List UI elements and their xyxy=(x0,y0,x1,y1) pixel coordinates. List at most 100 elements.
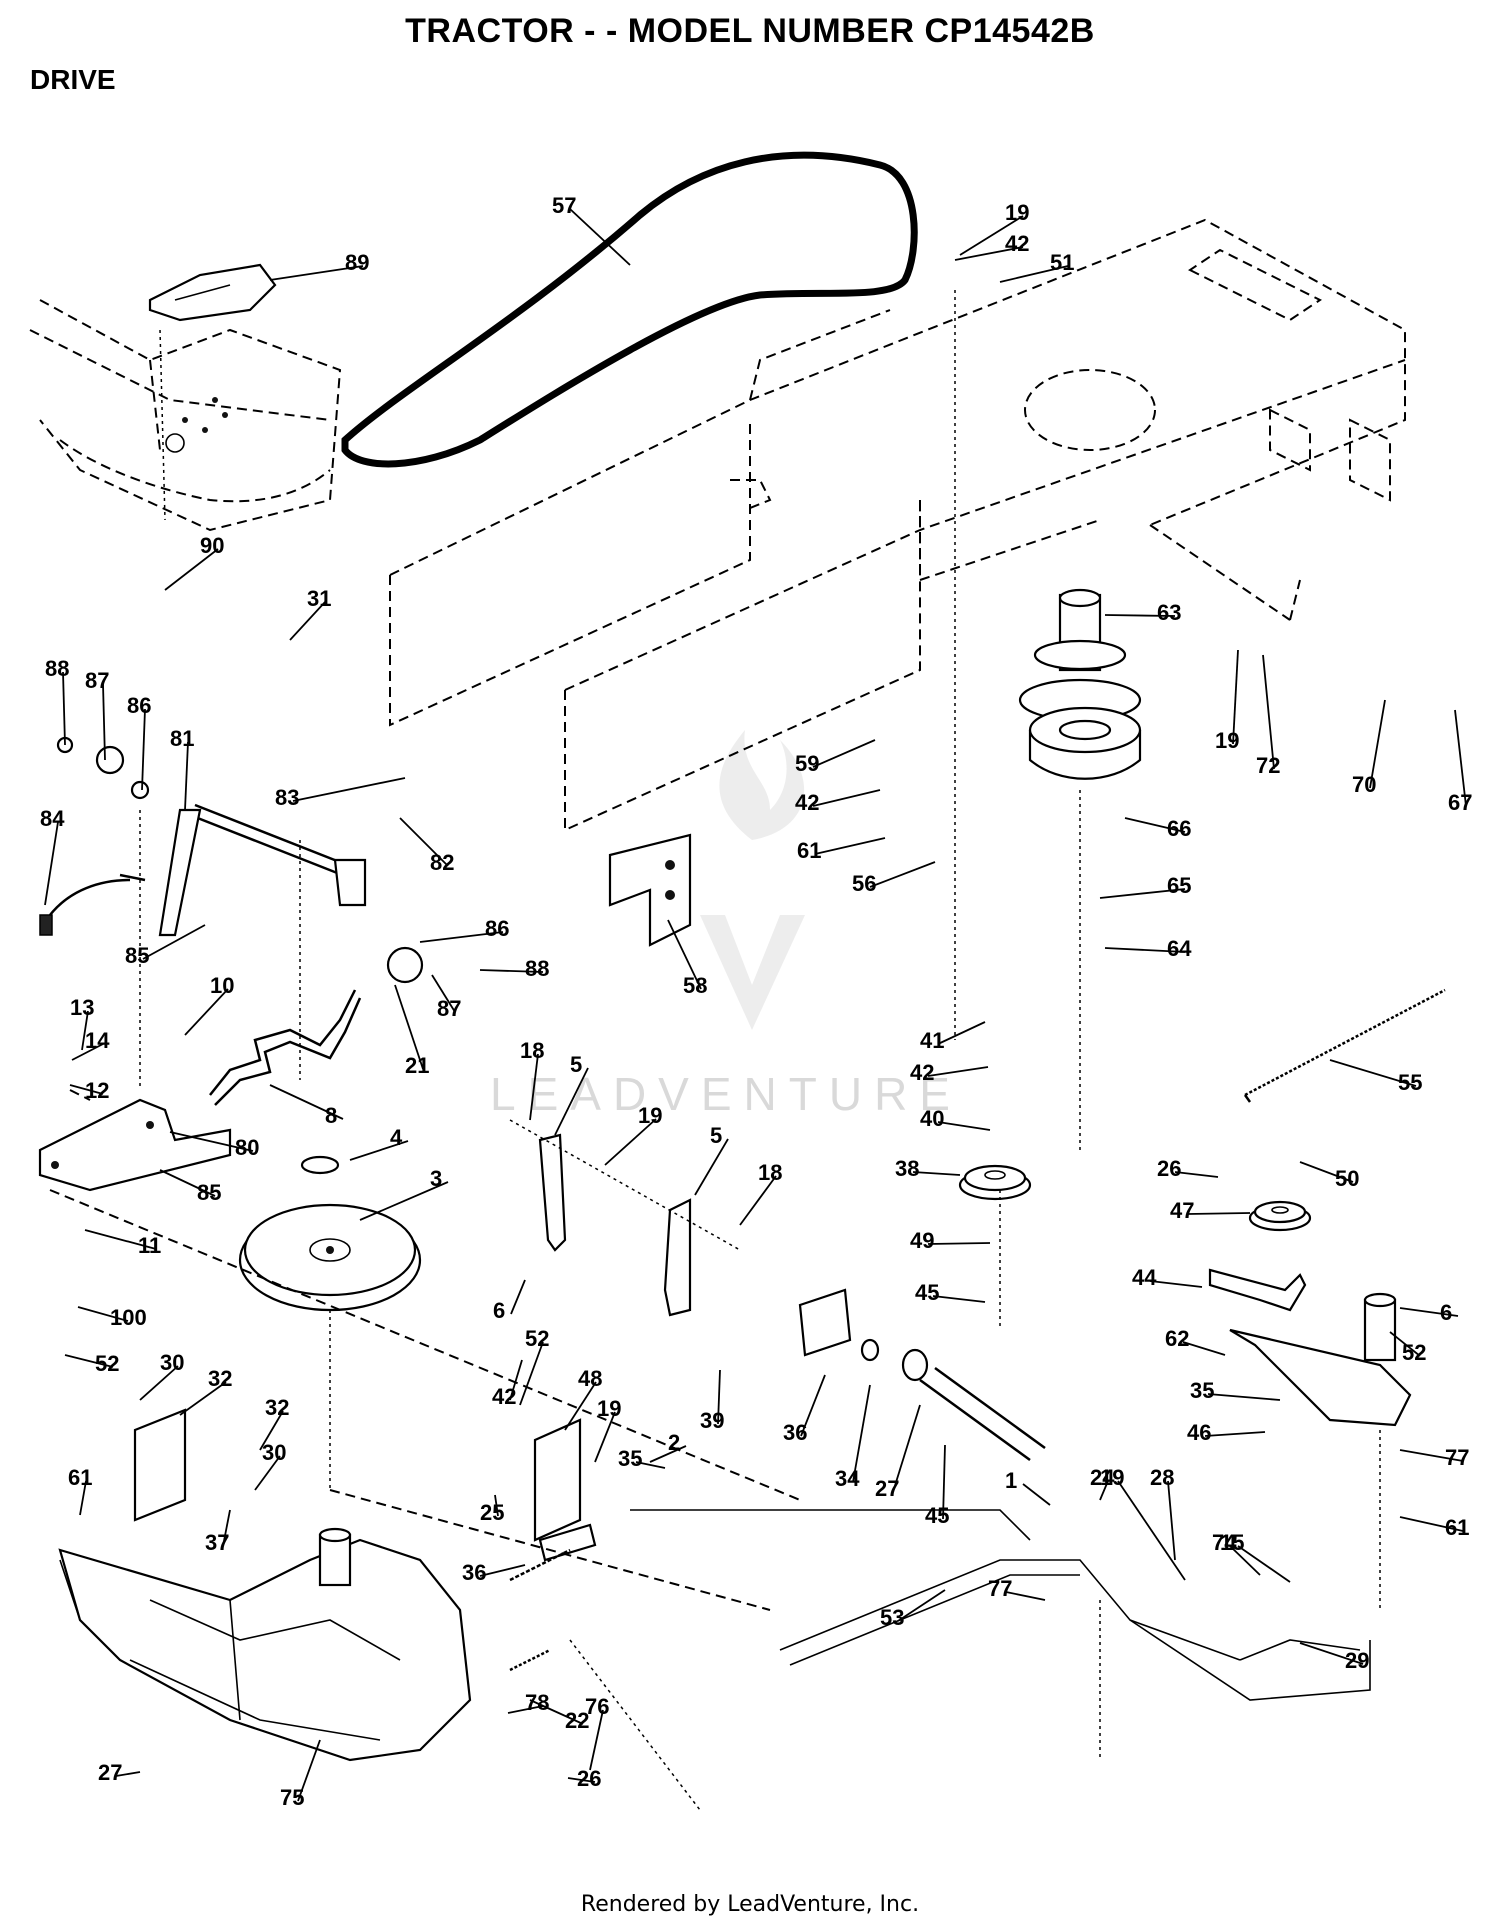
callout-leader xyxy=(349,1140,409,1161)
callout-leader xyxy=(292,777,406,802)
callout-leader xyxy=(1104,947,1186,953)
callout-leader xyxy=(912,1171,961,1176)
part-callout: 46 xyxy=(1187,1420,1211,1445)
part-callout: 51 xyxy=(1050,250,1074,275)
callout-leader xyxy=(419,931,504,943)
callout-leader xyxy=(1299,1642,1364,1665)
callout-leader xyxy=(394,984,424,1070)
part-callout: 5 xyxy=(570,1052,582,1077)
part-callout: 30 xyxy=(160,1350,184,1375)
diagram-title: TRACTOR - - MODEL NUMBER CP14542B xyxy=(405,12,1095,50)
callout-leader xyxy=(115,1771,141,1777)
callout-leader xyxy=(142,924,206,960)
callout-leader xyxy=(1454,709,1467,807)
callout-leader xyxy=(937,1121,991,1131)
idler-pulley-47 xyxy=(1248,1200,1312,1232)
part-callout: 42 xyxy=(910,1060,934,1085)
callout-leader xyxy=(139,1365,179,1401)
part-callout: 42 xyxy=(492,1384,516,1409)
part-callout: 37 xyxy=(205,1530,229,1555)
part-callout: 85 xyxy=(125,943,149,968)
callout-leader xyxy=(519,1341,544,1406)
callout-leader xyxy=(79,1480,87,1516)
assembly-guide-lines xyxy=(139,290,1381,1811)
part-callout: 52 xyxy=(95,1351,119,1376)
watermark-text: LEADVENTURE xyxy=(490,1068,962,1120)
part-callout: 25 xyxy=(480,1500,504,1525)
part-callout: 13 xyxy=(70,995,94,1020)
callout-leader xyxy=(77,1306,129,1322)
part-callout: 87 xyxy=(437,996,461,1021)
part-callout: 19 xyxy=(1005,200,1029,225)
callout-leader xyxy=(1399,1449,1464,1462)
part-callout: 45 xyxy=(925,1503,949,1528)
part-callout: 40 xyxy=(920,1106,944,1131)
shift-linkage xyxy=(39,736,367,937)
callout-leader xyxy=(897,1589,946,1622)
callout-leader xyxy=(71,1043,104,1061)
part-callout: 29 xyxy=(1345,1648,1369,1673)
callout-leader xyxy=(431,974,456,1013)
callout-leader xyxy=(814,837,886,855)
part-callout: 47 xyxy=(1170,1198,1194,1223)
part-callout: 50 xyxy=(1335,1166,1359,1191)
callout-leader xyxy=(254,1455,281,1491)
callout-leader xyxy=(1099,1480,1109,1501)
part-callout: 34 xyxy=(835,1466,860,1491)
part-callout: 30 xyxy=(262,1440,286,1465)
part-callout: 87 xyxy=(85,668,109,693)
callout-leader xyxy=(164,548,219,591)
part-callout: 32 xyxy=(265,1395,289,1420)
callout-leader xyxy=(269,265,364,281)
callout-leader xyxy=(892,1404,921,1493)
part-callout: 52 xyxy=(1402,1340,1426,1365)
part-callout: 1 xyxy=(1005,1468,1017,1493)
part-callout: 44 xyxy=(1132,1265,1157,1290)
hood-outline xyxy=(29,299,342,532)
part-callout: 19 xyxy=(638,1103,662,1128)
callout-leader xyxy=(1005,1591,1046,1601)
callout-leader xyxy=(1167,1480,1176,1561)
part-callout: 88 xyxy=(525,956,549,981)
callout-leader xyxy=(635,1461,666,1469)
part-callout: 19 xyxy=(1215,728,1239,753)
part-callout: 5 xyxy=(710,1123,722,1148)
part-callout: 89 xyxy=(345,250,369,275)
part-callout: 11 xyxy=(138,1233,161,1258)
callout-leader xyxy=(494,1494,499,1517)
callout-leader xyxy=(529,1053,539,1121)
section-title: DRIVE xyxy=(30,64,116,95)
part-callout: 63 xyxy=(1157,600,1181,625)
part-callout: 53 xyxy=(880,1605,904,1630)
part-callout: 31 xyxy=(307,586,331,611)
callout-leader xyxy=(999,265,1069,283)
callout-leader xyxy=(507,1705,544,1714)
tractor-frame xyxy=(389,218,1406,832)
part-callout: 100 xyxy=(110,1305,147,1330)
callout-leader xyxy=(739,1175,777,1226)
part-callout: 61 xyxy=(797,838,821,863)
callout-leader xyxy=(937,1021,986,1045)
part-callout: 42 xyxy=(795,790,819,815)
callout-leader xyxy=(269,1084,344,1120)
pulley-bracket xyxy=(1208,1268,1307,1312)
part-callout: 83 xyxy=(275,785,299,810)
part-callout: 58 xyxy=(683,973,707,998)
idler-brackets xyxy=(509,1119,741,1317)
callout-leader xyxy=(1174,1171,1219,1178)
part-callout: 65 xyxy=(1167,873,1191,898)
part-callout: 82 xyxy=(430,850,454,875)
part-callout: 75 xyxy=(280,1785,304,1810)
callout-leader xyxy=(1022,1483,1051,1506)
callout-leader xyxy=(479,969,544,973)
callout-leader xyxy=(222,1509,231,1547)
part-callout: 18 xyxy=(520,1038,544,1063)
part-callout: 48 xyxy=(578,1366,602,1391)
idler-shaft xyxy=(798,1288,1046,1462)
callout-leader xyxy=(529,1699,584,1725)
part-callout: 36 xyxy=(462,1560,486,1585)
callout-leader xyxy=(567,1777,596,1783)
part-callout: 81 xyxy=(170,726,194,751)
callout-leader xyxy=(1369,699,1386,789)
callout-leader xyxy=(69,1084,104,1095)
